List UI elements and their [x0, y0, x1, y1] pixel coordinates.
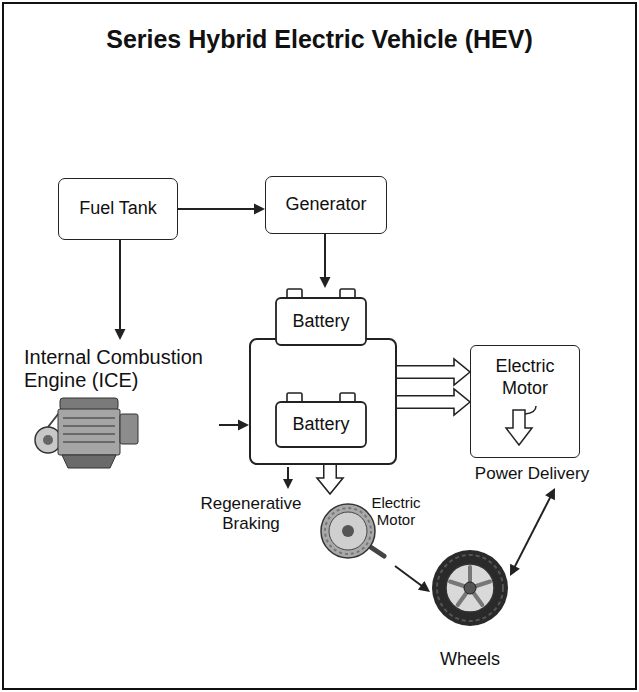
- engine-illustration: [35, 398, 138, 468]
- arrow-head: [320, 277, 331, 288]
- hollow-arrow: [397, 359, 470, 385]
- engine-oil-pan: [62, 455, 116, 468]
- motor-icon-node: Electric Motor: [315, 494, 423, 566]
- battery-node: Battery: [275, 288, 367, 346]
- hollow-arrow: [397, 389, 470, 415]
- engine-block: [58, 409, 120, 455]
- battery-body: [276, 402, 366, 447]
- arrow-head: [454, 389, 470, 415]
- hollow-shaft-outline: [323, 465, 337, 479]
- wheel-tread: [437, 555, 503, 621]
- motor-illustration: [321, 504, 384, 558]
- wheel-hub: [464, 582, 476, 594]
- arrow-head: [317, 478, 343, 494]
- arrow-head: [510, 564, 520, 576]
- wheel-tyre: [432, 550, 508, 626]
- wheel-illustration: [432, 550, 508, 626]
- arrow-head: [238, 420, 249, 431]
- connector-line: [178, 208, 255, 210]
- motor-icon-label: Electric Motor: [369, 494, 423, 528]
- arrow-connector: [178, 204, 265, 215]
- battery-label: Battery: [292, 414, 349, 436]
- u-turn-arrow: [506, 410, 532, 445]
- arrow-head: [454, 359, 470, 385]
- motor-body: [321, 504, 375, 558]
- box-label: Generator: [285, 194, 366, 216]
- box-label: Fuel Tank: [79, 198, 157, 220]
- hollow-shaft-fill: [397, 367, 456, 378]
- connector-line: [324, 234, 326, 278]
- hollow-shaft-fill: [325, 465, 336, 480]
- battery-text-area: Battery: [275, 402, 367, 448]
- page-frame: [3, 3, 636, 689]
- hollow-shaft-outline: [397, 365, 455, 379]
- hollow-shaft-fill: [397, 397, 456, 408]
- power-delivery-label: Power Delivery: [470, 464, 594, 484]
- arrow-head: [545, 488, 555, 500]
- motor-node: Electric MotorPower Delivery: [470, 345, 594, 488]
- arrow-connector: [115, 240, 126, 340]
- engine-cover: [60, 398, 118, 410]
- engine-pulley-hub: [43, 435, 53, 445]
- motor-ribs: [325, 508, 371, 554]
- arrow-connector: [510, 488, 555, 576]
- engine-label: Internal Combustion Engine (ICE): [24, 346, 219, 392]
- engine-intake: [120, 414, 138, 444]
- wheel-rim: [446, 564, 494, 612]
- engine-pulley: [35, 427, 61, 453]
- arrow-connector: [320, 234, 331, 288]
- motor-face: [329, 512, 367, 550]
- connector-line: [219, 424, 239, 426]
- battery-text-area: Battery: [275, 298, 367, 346]
- regen-arrow-head: [283, 479, 293, 489]
- arrow-connector: [219, 420, 249, 431]
- process-box: Generator: [265, 176, 387, 234]
- motor-shaft: [369, 546, 384, 556]
- process-box: Fuel Tank: [58, 178, 178, 240]
- motor-hub: [342, 525, 354, 537]
- arrow-connector: [395, 566, 430, 592]
- motor-label: Electric Motor: [470, 355, 580, 399]
- wheel-spokes: [450, 567, 490, 605]
- wheel-node: Wheels: [430, 548, 510, 672]
- hollow-shaft-outline: [397, 395, 455, 409]
- wheel-label: Wheels: [420, 648, 520, 670]
- battery-pack: BatteryBattery: [249, 338, 397, 465]
- u-turn-hook: [525, 406, 536, 414]
- engine-node: Internal Combustion Engine (ICE): [24, 340, 219, 472]
- regen-arrow-line: [287, 467, 289, 480]
- battery-label: Battery: [292, 311, 349, 333]
- arrow-head: [254, 204, 265, 215]
- battery-node: Battery: [275, 392, 367, 448]
- regen-arrow: [283, 467, 293, 489]
- connector-line: [515, 497, 551, 567]
- battery-body: [276, 298, 366, 345]
- annotation-label: Regenerative Braking: [195, 494, 307, 535]
- arrow-head: [418, 581, 430, 592]
- arrow-head: [115, 329, 126, 340]
- u-turn-arrow-icon: [506, 406, 536, 445]
- hollow-arrow: [317, 465, 343, 494]
- engine-fins: [63, 418, 115, 442]
- diagram-title: Series Hybrid Electric Vehicle (HEV): [0, 24, 639, 54]
- connector-line: [119, 240, 121, 330]
- connector-line: [395, 566, 422, 586]
